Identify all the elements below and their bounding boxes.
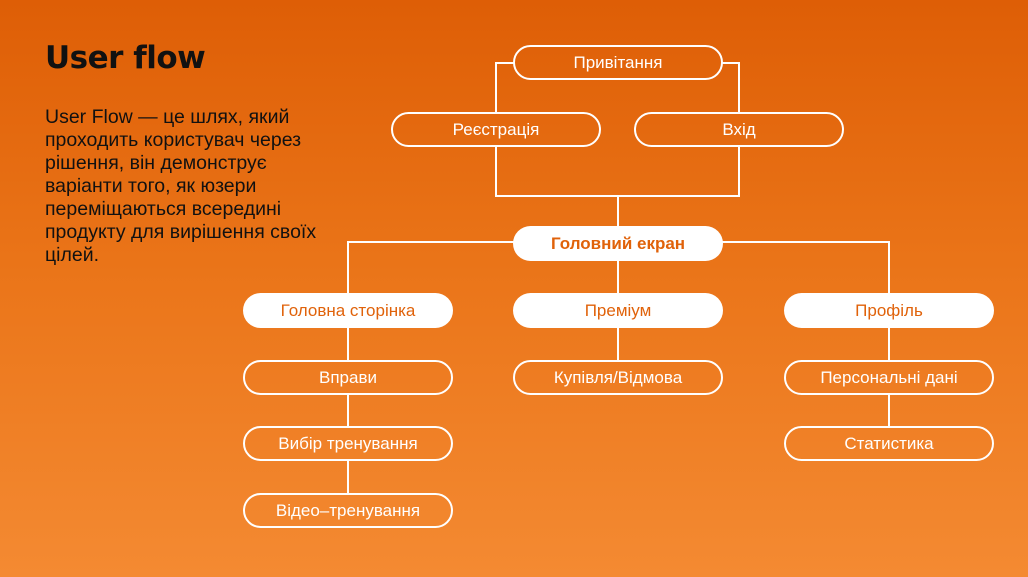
- node-premium: Преміум: [513, 293, 723, 328]
- node-statistics: Статистика: [784, 426, 994, 461]
- node-home-page: Головна сторінка: [243, 293, 453, 328]
- node-profile: Профіль: [784, 293, 994, 328]
- slide-title: User flow: [45, 40, 206, 76]
- node-video-workout: Відео–тренування: [243, 493, 453, 528]
- node-exercises: Вправи: [243, 360, 453, 395]
- node-main-screen: Головний екран: [513, 226, 723, 261]
- slide-description: User Flow — це шлях, який проходить кори…: [45, 106, 317, 266]
- node-login: Вхід: [634, 112, 844, 147]
- node-greeting: Привітання: [513, 45, 723, 80]
- node-purchase-decline: Купівля/Відмова: [513, 360, 723, 395]
- node-personal-data: Персональні дані: [784, 360, 994, 395]
- node-registration: Реєстрація: [391, 112, 601, 147]
- node-workout-choice: Вибір тренування: [243, 426, 453, 461]
